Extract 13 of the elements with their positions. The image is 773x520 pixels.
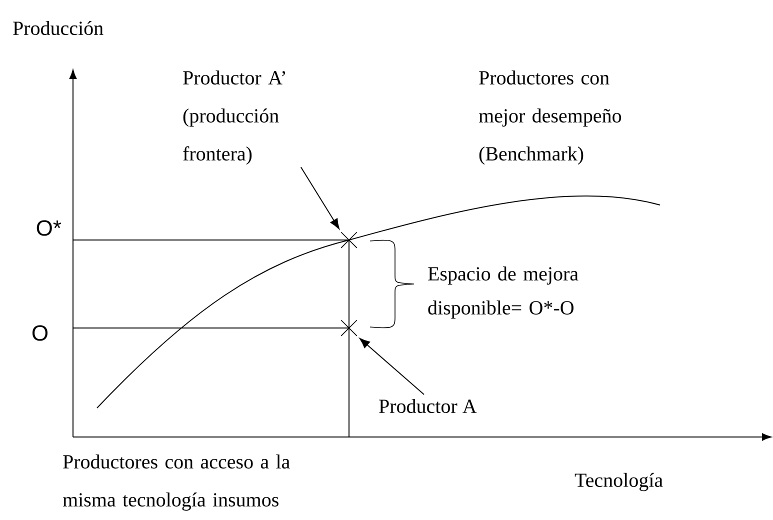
arrow bbox=[359, 338, 424, 395]
point-mark bbox=[340, 232, 358, 248]
point-mark bbox=[340, 320, 358, 336]
axis-title: Producción bbox=[13, 20, 104, 36]
label-text: Productor A bbox=[379, 398, 477, 414]
annotation-text: Espacio de mejora disponible= O*-O bbox=[428, 266, 578, 319]
arrow bbox=[300, 166, 340, 230]
label-text: Productor A’ (producción frontera) bbox=[183, 70, 286, 165]
annotation-text: Productores con acceso a la misma tecnología insumos bbox=[62, 454, 290, 511]
axis-tick-label: O bbox=[32, 325, 48, 341]
axis-tick-label: O* bbox=[36, 220, 62, 236]
axis-title: Tecnología bbox=[574, 472, 663, 492]
annotation-text: Productores con mejor desempeño (Benchmark) bbox=[478, 70, 622, 165]
